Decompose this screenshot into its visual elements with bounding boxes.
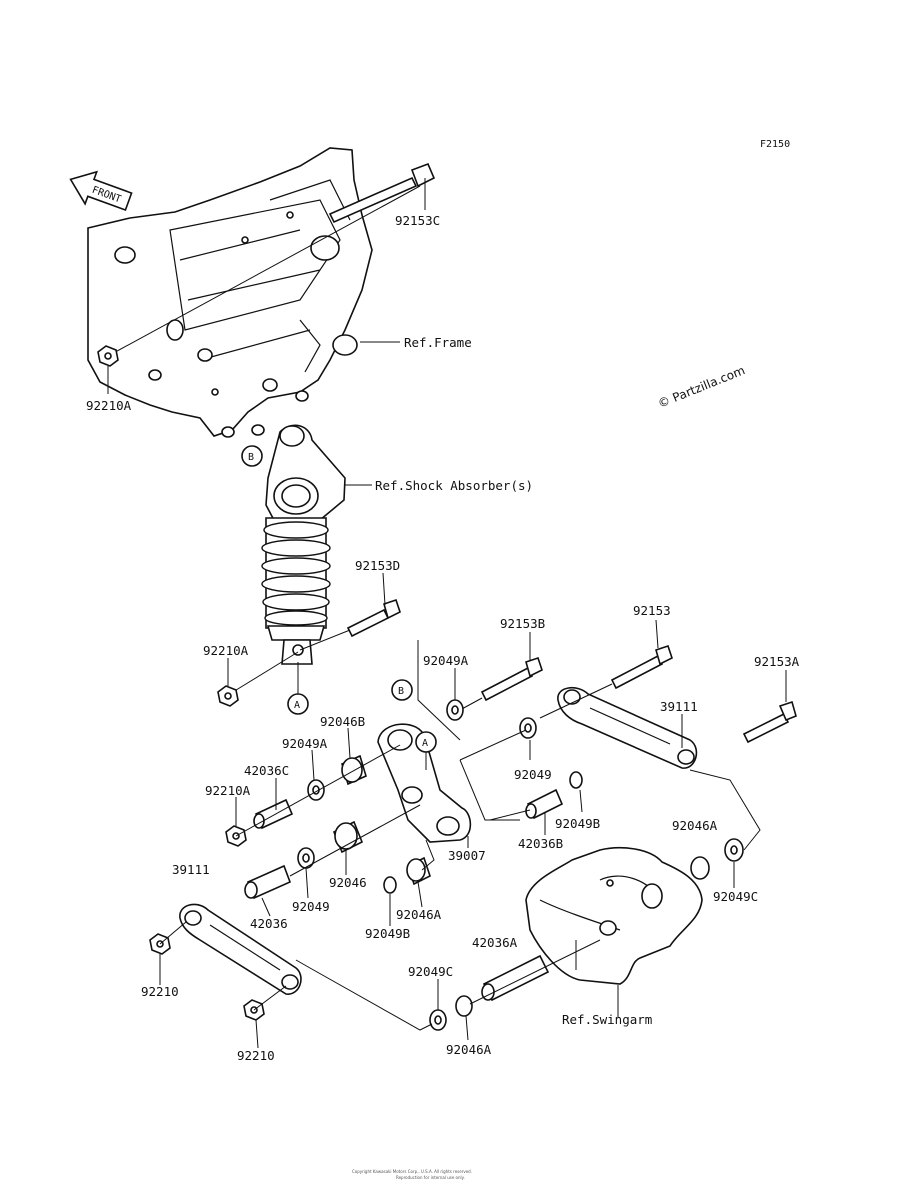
part-label-92049c: 92049C <box>408 964 453 979</box>
part-label-92049: 92049 <box>292 899 330 914</box>
copyright-watermark: © Partzilla.com <box>656 363 747 411</box>
ref-frame-label: Ref.Frame <box>404 335 472 350</box>
part-label-42036c: 42036C <box>244 763 289 778</box>
part-label-92046a: 92046A <box>672 818 718 833</box>
part-label-92210a: 92210A <box>205 783 251 798</box>
front-arrow-icon: FRONT <box>69 170 133 212</box>
svg-text:A: A <box>294 700 300 711</box>
collar-92046a-center <box>406 856 431 886</box>
part-label-92046a: 92046A <box>396 907 442 922</box>
washer-92049c-lower <box>429 1009 447 1031</box>
bolt-92153d <box>346 598 401 638</box>
svg-text:A: A <box>422 738 428 749</box>
rocker-arm-39007 <box>377 723 472 843</box>
part-label-39007: 39007 <box>448 848 486 863</box>
part-label-92153: 92153 <box>633 603 671 618</box>
marker-a-rocker: A <box>415 731 437 770</box>
sleeve-42036 <box>244 864 292 900</box>
part-label-92153b: 92153B <box>500 616 545 631</box>
ref-shock-label: Ref.Shock Absorber(s) <box>375 478 533 493</box>
part-label-92210: 92210 <box>141 984 179 999</box>
sleeve-42036b <box>525 788 564 820</box>
part-label-92049a: 92049A <box>282 736 328 751</box>
collar-92046a-right <box>690 856 710 880</box>
collar-92046 <box>332 820 364 854</box>
part-label-92046: 92046 <box>329 875 367 890</box>
washer-92049-left <box>297 847 315 869</box>
washer-92049-right <box>519 717 537 739</box>
nut-92210a-top <box>97 345 119 367</box>
nut-92210a-shock <box>217 685 239 707</box>
bolt-92153a <box>742 700 797 744</box>
marker-b-upper: B <box>241 445 263 467</box>
ref-swingarm-label: Ref.Swingarm <box>562 1012 652 1027</box>
part-label-39111: 39111 <box>660 699 698 714</box>
part-label-92049b: 92049B <box>365 926 410 941</box>
part-label-92153a: 92153A <box>754 654 800 669</box>
washer-92049a-left <box>307 779 325 801</box>
part-label-39111: 39111 <box>172 862 210 877</box>
footer-line-1: Copyright Kawasaki Motors Corp., U.S.A. … <box>352 1169 472 1174</box>
part-label-92210: 92210 <box>237 1048 275 1063</box>
part-label-92153d: 92153D <box>355 558 400 573</box>
part-label-92046a: 92046A <box>446 1042 492 1057</box>
part-label-92049: 92049 <box>514 767 552 782</box>
part-label-92049b: 92049B <box>555 816 600 831</box>
bolt-92153b <box>459 656 543 711</box>
part-label-92210a: 92210A <box>86 398 132 413</box>
part-label-92049a: 92049A <box>423 653 469 668</box>
part-label-92153c: 92153C <box>395 213 440 228</box>
frame-illustration <box>87 147 373 438</box>
marker-a-lower: A <box>287 662 309 715</box>
washer-92049b-center <box>383 876 397 894</box>
footer-line-2: Reproduction for internal use only. <box>396 1175 465 1180</box>
bolt-92153c <box>328 162 436 224</box>
washer-92049a-right <box>446 699 464 721</box>
svg-text:B: B <box>398 686 404 697</box>
sleeve-42036c <box>253 798 294 830</box>
leader-lines <box>107 178 787 1049</box>
washer-92049b-right <box>569 771 583 789</box>
svg-text:B: B <box>248 452 254 463</box>
part-label-92210a: 92210A <box>203 643 249 658</box>
tie-rod-39111-lower <box>179 903 302 995</box>
part-label-42036b: 42036B <box>518 836 563 851</box>
part-label-42036a: 42036A <box>472 935 518 950</box>
shock-absorber-illustration <box>261 424 346 665</box>
diagram-code: F2150 <box>760 139 790 150</box>
collar-92046a-lower <box>455 995 473 1017</box>
part-labels: 92153C 92210A 92153D 92210A 92153B 92153… <box>86 213 800 1063</box>
swingarm-illustration <box>525 846 703 985</box>
washer-92049c-right <box>724 838 744 862</box>
bolt-92153 <box>539 644 673 719</box>
part-label-92049c: 92049C <box>713 889 758 904</box>
part-label-42036: 42036 <box>250 916 288 931</box>
marker-b-lower: B <box>391 679 413 701</box>
part-label-92046b: 92046B <box>320 714 365 729</box>
